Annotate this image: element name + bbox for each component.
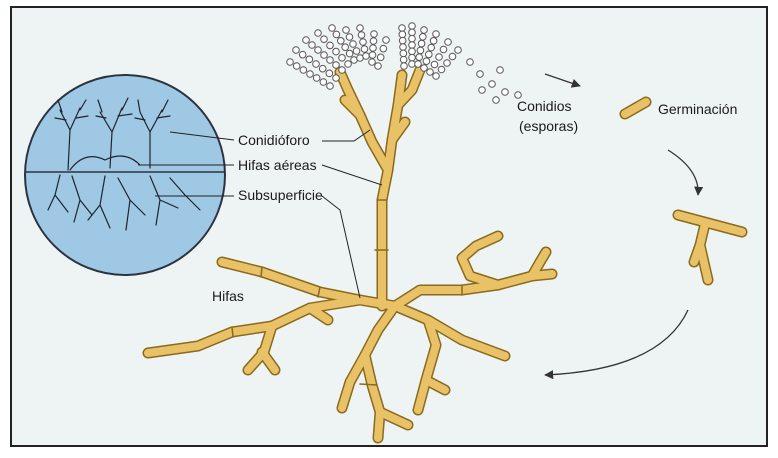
label-hifas: Hifas <box>212 288 244 304</box>
label-conidios: Conidios <box>517 98 571 114</box>
label-germinacion: Germinación <box>658 101 737 117</box>
label-hifas-aereas: Hifas aéreas <box>238 157 317 173</box>
label-conidioforo: Conidióforo <box>238 132 310 148</box>
label-subsuperficie: Subsuperficie <box>238 187 323 203</box>
label-esporas: (esporas) <box>519 118 578 134</box>
colony-inset <box>25 75 225 275</box>
